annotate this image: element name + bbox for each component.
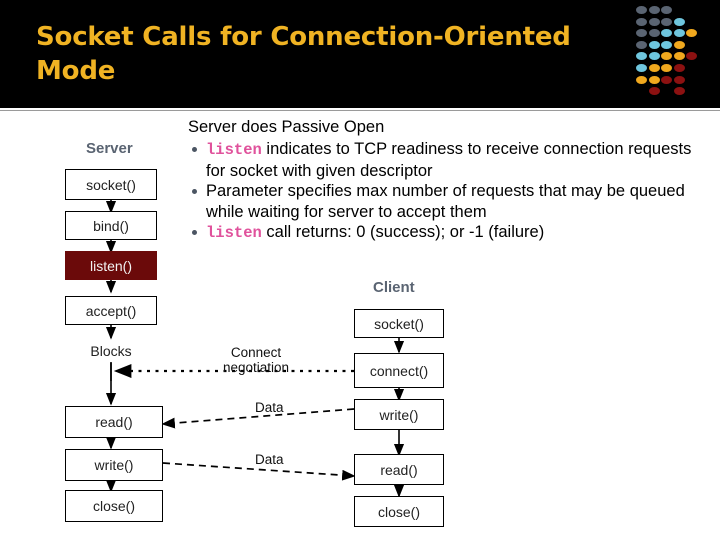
decoration-dot — [636, 29, 647, 38]
client-step-socket[interactable]: socket() — [354, 309, 444, 338]
decoration-dot — [661, 75, 673, 84]
list-item: listen call returns: 0 (success); or -1 … — [188, 222, 708, 244]
client-step-write[interactable]: write() — [354, 399, 444, 430]
bullet-body: call returns: 0 (success); or -1 (failur… — [261, 223, 545, 241]
body-lead-line: Server does Passive Open — [188, 118, 385, 136]
bullet-dot-icon — [188, 181, 206, 194]
decoration-dot — [648, 6, 660, 14]
server-step-accept[interactable]: accept() — [65, 296, 157, 325]
decoration-dot — [648, 52, 660, 61]
bullet-text: Parameter specifies max number of reques… — [206, 181, 708, 222]
edge-label-data-up: Data — [255, 400, 284, 415]
bullet-body: indicates to TCP readiness to receive co… — [206, 140, 692, 180]
client-step-connect[interactable]: connect() — [354, 353, 444, 388]
bullet-text: listen indicates to TCP readiness to rec… — [206, 139, 708, 181]
decoration-dot — [648, 17, 660, 26]
list-item: Parameter specifies max number of reques… — [188, 181, 708, 222]
decoration-dot — [636, 52, 647, 61]
decoration-dot — [636, 17, 647, 26]
edge-label-data-down: Data — [255, 452, 284, 467]
client-step-read[interactable]: read() — [354, 454, 444, 485]
bullet-dot-icon — [188, 139, 206, 152]
decoration-dot — [636, 64, 647, 72]
decoration-dot — [661, 6, 673, 14]
decoration-dot — [673, 64, 685, 72]
decoration-dot — [661, 40, 673, 49]
server-step-close[interactable]: close() — [65, 490, 163, 522]
decoration-dot — [648, 40, 660, 49]
title-banner — [0, 0, 720, 108]
decoration-dot — [648, 75, 660, 84]
header-divider — [0, 110, 720, 111]
bullet-body: Parameter specifies max number of reques… — [206, 182, 685, 221]
page-title: Socket Calls for Connection-Oriented Mod… — [36, 22, 571, 86]
decoration-dot — [636, 40, 647, 49]
client-column-heading: Client — [373, 279, 415, 296]
code-keyword: listen — [206, 224, 262, 242]
bullet-text: listen call returns: 0 (success); or -1 … — [206, 222, 708, 244]
body-text-block: Server does Passive Open listen indicate… — [188, 117, 708, 244]
server-blocks-label: Blocks — [90, 343, 132, 359]
server-step-read[interactable]: read() — [65, 406, 163, 438]
code-keyword: listen — [206, 141, 262, 159]
decoration-dot — [648, 64, 660, 72]
client-step-close[interactable]: close() — [354, 496, 444, 527]
dot-grid-decoration — [636, 6, 716, 102]
server-step-write[interactable]: write() — [65, 449, 163, 481]
decoration-dot — [661, 52, 673, 61]
decoration-dot — [686, 52, 698, 61]
server-step-bind[interactable]: bind() — [65, 211, 157, 240]
decoration-dot — [648, 29, 660, 38]
decoration-dot — [661, 64, 673, 72]
server-column-heading: Server — [86, 140, 133, 157]
bullet-dot-icon — [188, 222, 206, 235]
decoration-dot — [673, 75, 685, 84]
decoration-dot — [673, 40, 685, 49]
decoration-dot — [661, 17, 673, 26]
decoration-dot — [673, 87, 685, 96]
decoration-dot — [673, 17, 685, 26]
edge-label-connect-negotiation: Connect negotiation — [222, 345, 290, 375]
decoration-dot — [648, 87, 660, 96]
decoration-dot — [661, 29, 673, 38]
decoration-dot — [686, 29, 698, 38]
decoration-dot — [673, 52, 685, 61]
list-item: listen indicates to TCP readiness to rec… — [188, 139, 708, 181]
decoration-dot — [673, 29, 685, 38]
server-step-listen[interactable]: listen() — [65, 251, 157, 280]
server-step-socket[interactable]: socket() — [65, 169, 157, 200]
decoration-dot — [636, 75, 647, 84]
decoration-dot — [636, 6, 647, 14]
